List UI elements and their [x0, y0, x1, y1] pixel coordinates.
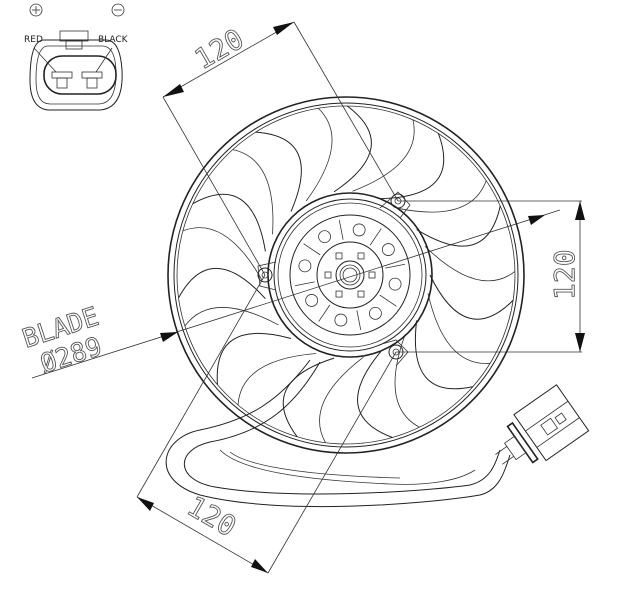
minus-icon — [111, 3, 125, 17]
black-pin-label: BLACK — [98, 35, 129, 45]
cable — [165, 359, 511, 508]
dimension-lines: 120 120 120 BLADE Ø289 — [18, 21, 585, 574]
plug-connector — [495, 384, 590, 465]
red-pin-label: RED — [24, 35, 43, 45]
dim-top-left: 120 — [189, 22, 249, 76]
fan-blades — [178, 105, 516, 443]
fan-shroud — [167, 96, 525, 454]
dim-right: 120 — [548, 249, 581, 300]
motor-hub — [257, 191, 433, 367]
plus-icon — [29, 3, 43, 17]
connector-diagram: RED BLACK — [24, 3, 129, 111]
dim-bottom-left: 120 — [182, 489, 242, 543]
